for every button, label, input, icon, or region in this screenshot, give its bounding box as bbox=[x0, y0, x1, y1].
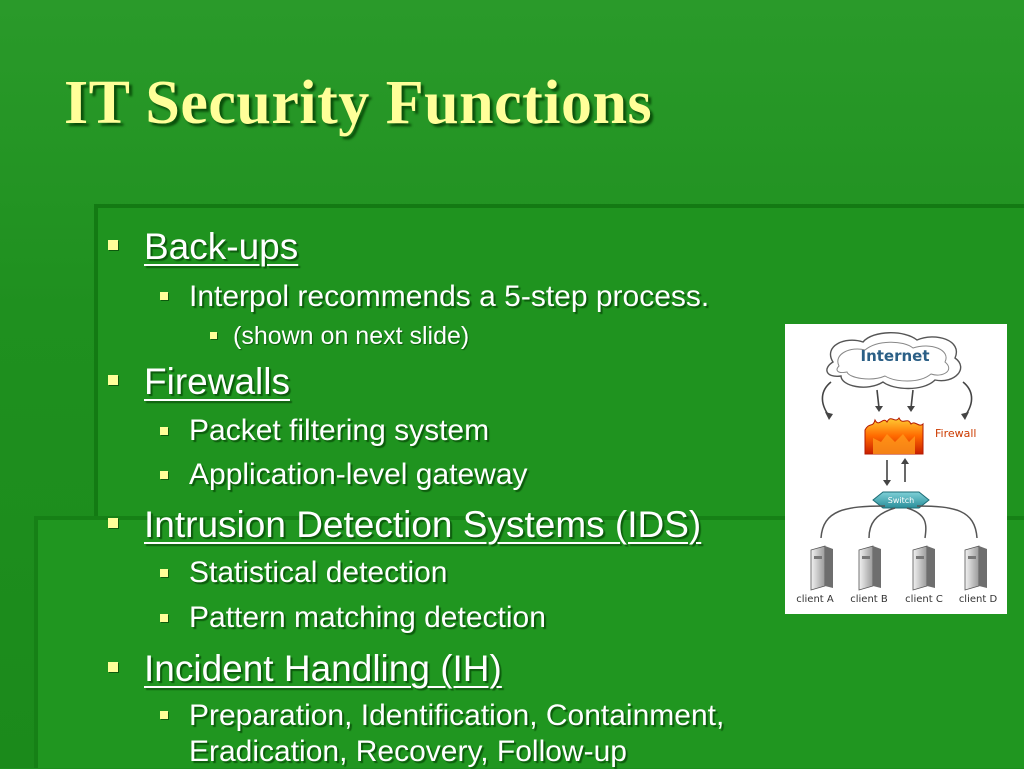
bullet-marker bbox=[108, 518, 118, 528]
bullet-marker bbox=[108, 662, 118, 672]
client-pc-icons bbox=[810, 545, 987, 591]
network-links bbox=[820, 505, 978, 539]
sub-bullet-packet-filtering: Packet filtering system bbox=[189, 414, 490, 447]
internet-cloud-icon bbox=[826, 332, 962, 390]
client-label: client A bbox=[796, 594, 834, 605]
bullet-firewalls: Firewalls bbox=[144, 361, 290, 402]
client-label: client D bbox=[959, 594, 998, 605]
bullet-marker bbox=[160, 292, 168, 300]
bullet-marker bbox=[108, 375, 118, 385]
firewall-flame-icon bbox=[864, 417, 924, 455]
sub-bullet-application-gateway: Application-level gateway bbox=[189, 458, 528, 491]
network-diagram: Internet Firewall bbox=[785, 324, 1007, 614]
arrow-heads-icon bbox=[825, 406, 969, 420]
sub-sub-bullet-next-slide: (shown on next slide) bbox=[233, 322, 470, 350]
switch-label: Switch bbox=[888, 496, 914, 505]
bullet-marker bbox=[160, 614, 168, 622]
bullet-marker bbox=[108, 240, 118, 250]
client-label: client B bbox=[850, 594, 888, 605]
bullet-marker bbox=[210, 332, 217, 339]
arrow-heads-icon bbox=[883, 458, 909, 486]
sub-bullet-pattern-matching: Pattern matching detection bbox=[189, 601, 546, 634]
bullet-marker bbox=[160, 711, 168, 719]
sub-bullet-ih-phases-continuation: Eradication, Recovery, Follow-up bbox=[189, 735, 627, 768]
bullet-marker bbox=[160, 427, 168, 435]
slide-title: IT Security Functions bbox=[64, 69, 653, 137]
bullet-ids: Intrusion Detection Systems (IDS) bbox=[144, 504, 702, 545]
sub-bullet-statistical: Statistical detection bbox=[189, 556, 448, 589]
internet-label: Internet bbox=[860, 347, 929, 365]
sub-bullet-ih-phases: Preparation, Identification, Containment… bbox=[189, 699, 725, 732]
bullet-backups: Back-ups bbox=[144, 226, 299, 267]
switch-icon bbox=[872, 491, 930, 509]
client-label: client C bbox=[905, 594, 943, 605]
bullet-marker bbox=[160, 471, 168, 479]
bullet-marker bbox=[160, 569, 168, 577]
bullet-incident-handling: Incident Handling (IH) bbox=[144, 648, 502, 689]
sub-bullet-interpol: Interpol recommends a 5-step process. bbox=[189, 280, 710, 313]
network-diagram-svg: Internet Firewall bbox=[796, 332, 998, 605]
firewall-label: Firewall bbox=[935, 427, 976, 440]
